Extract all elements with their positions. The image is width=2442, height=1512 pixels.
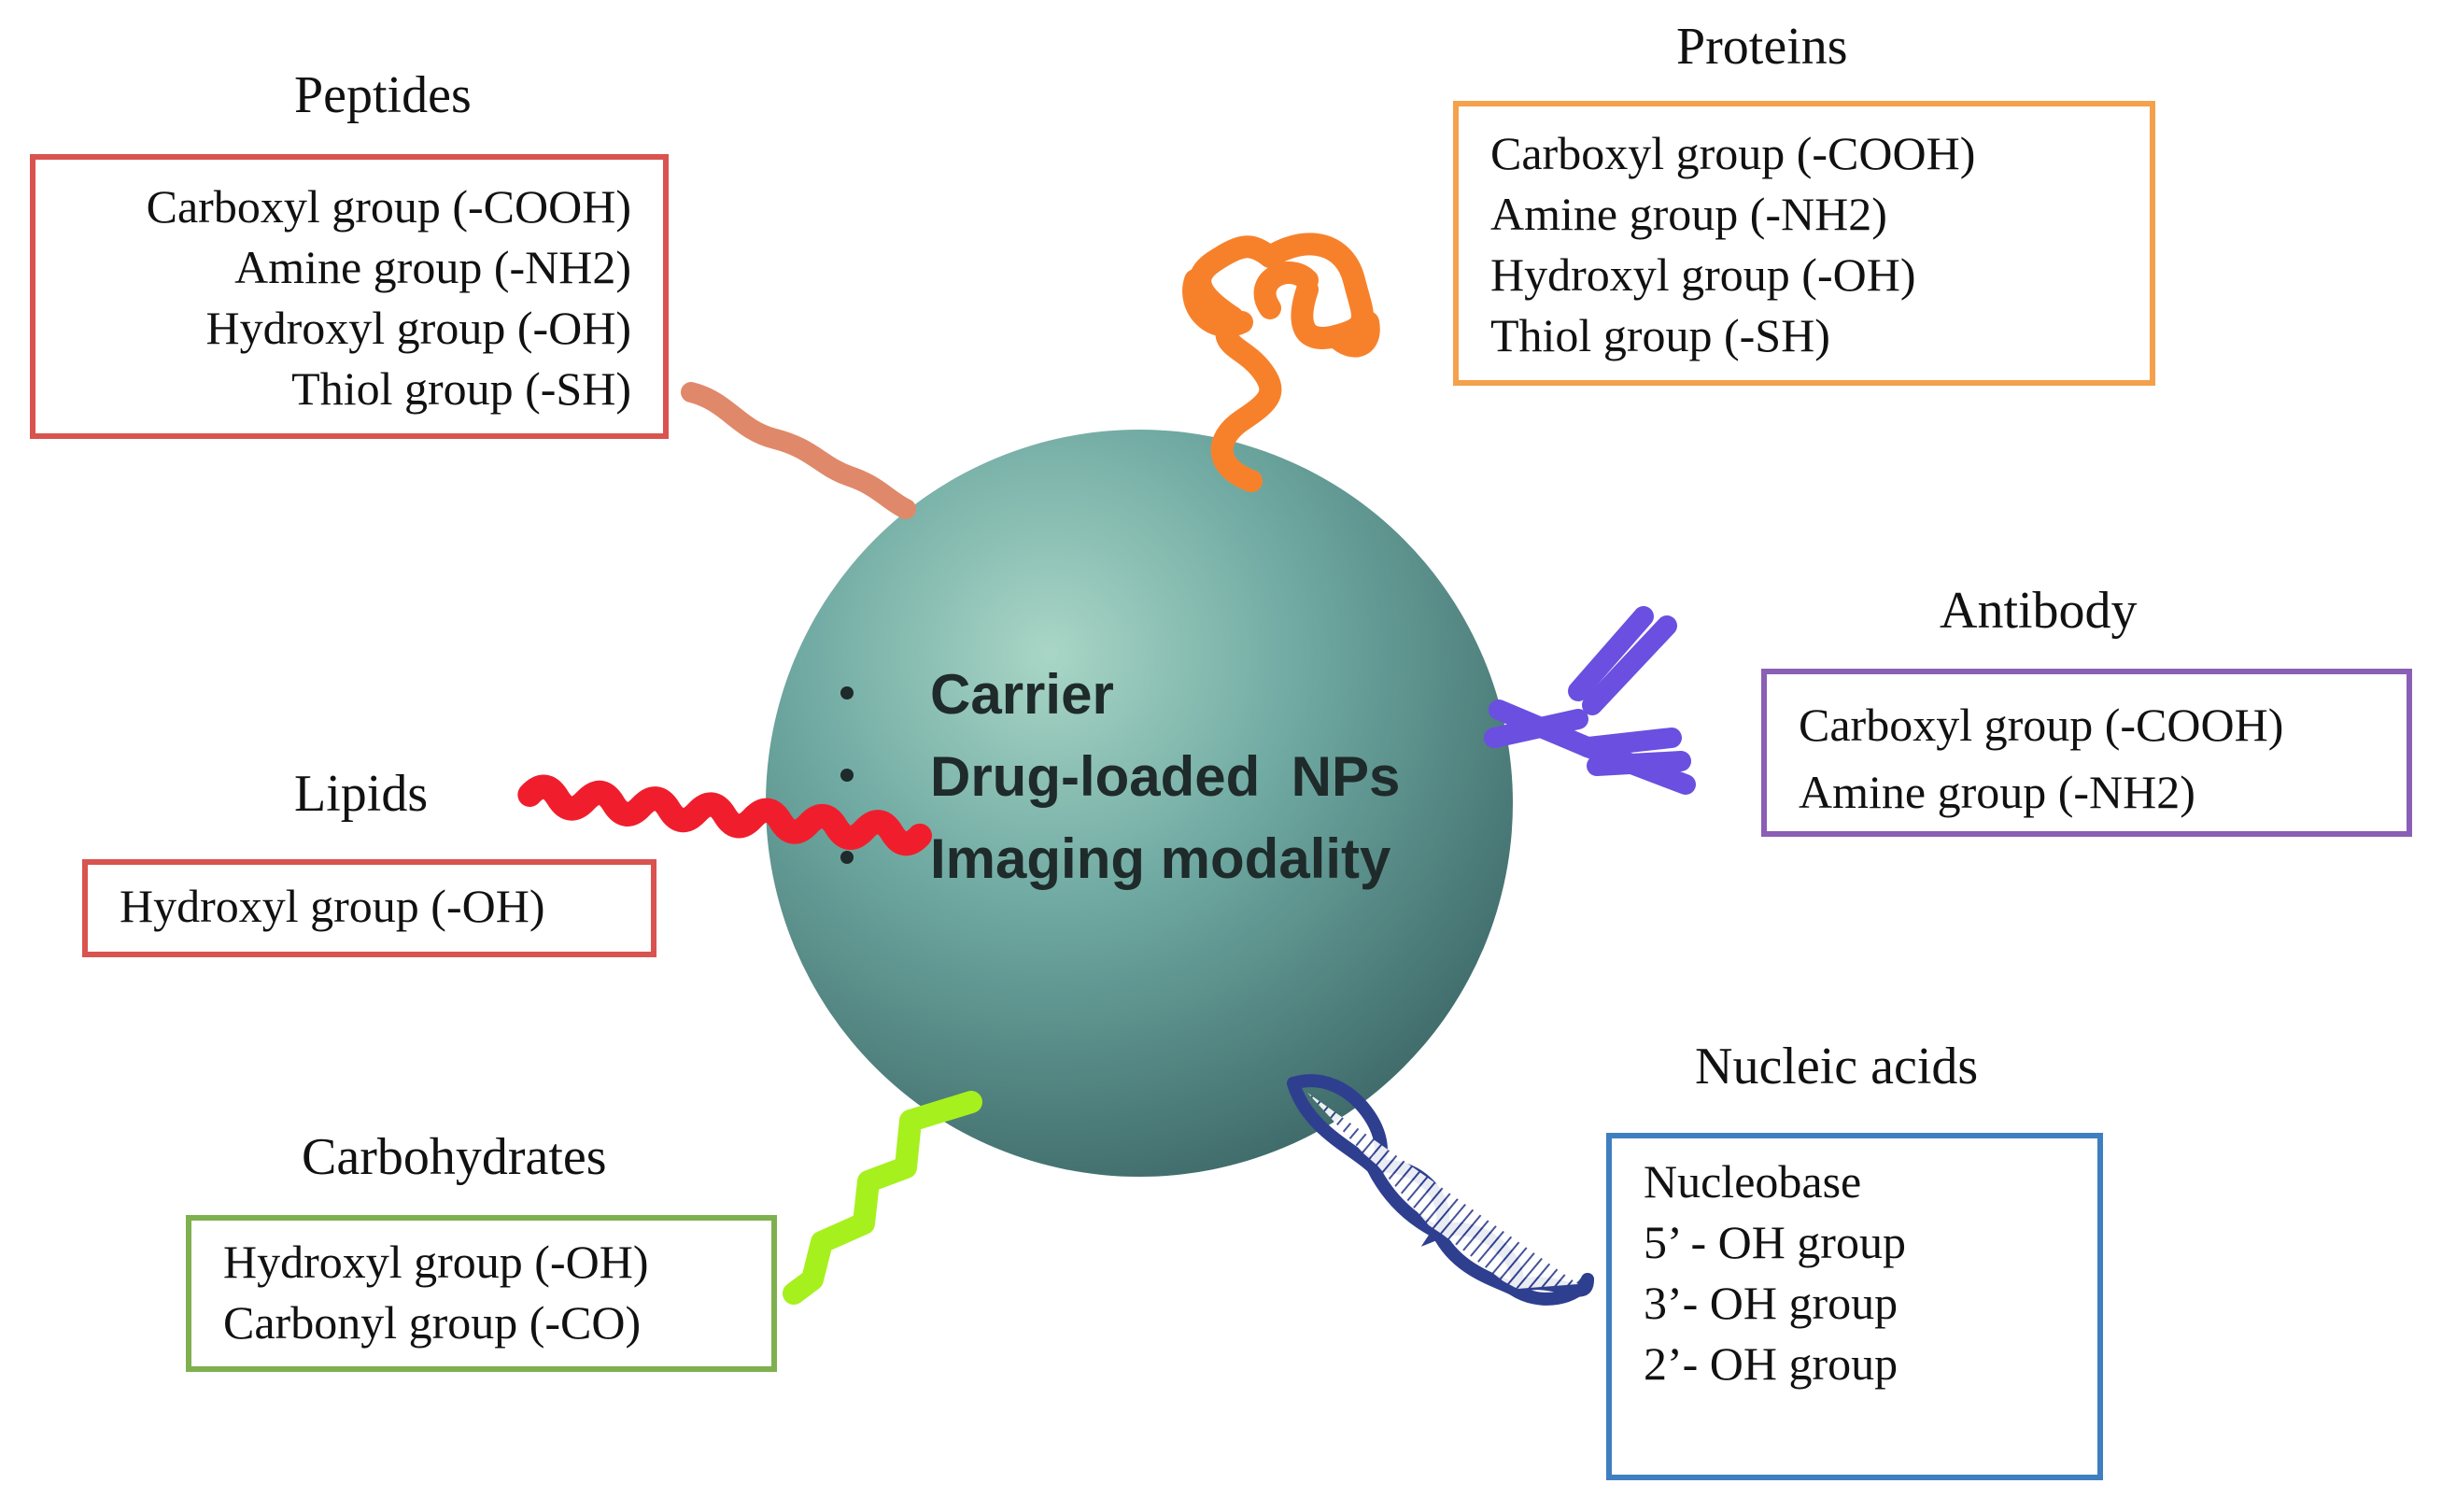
carbohydrates-line: Carbonyl group (-CO)	[223, 1296, 642, 1349]
nucleic-acids-line: Nucleobase	[1644, 1155, 1862, 1208]
bullet-icon	[840, 686, 854, 700]
nucleic-acids-line: 5’ - OH group	[1644, 1216, 1906, 1268]
peptides-line: Amine group (-NH2)	[234, 241, 631, 293]
antibody-line: Carboxyl group (-COOH)	[1799, 699, 2284, 751]
bullet-icon	[840, 851, 854, 865]
proteins-line: Amine group (-NH2)	[1490, 188, 1887, 240]
nucleic-acids-title: Nucleic acids	[1695, 1038, 1979, 1095]
peptides-line: Hydroxyl group (-OH)	[205, 302, 631, 354]
carbohydrate-chain	[783, 1091, 982, 1305]
antibody-box: Carboxyl group (-COOH) Amine group (-NH2…	[1761, 669, 2412, 837]
antibody-line: Amine group (-NH2)	[1799, 766, 2195, 818]
nucleic-acids-line: 2’- OH group	[1644, 1337, 1899, 1390]
nanoparticle-functions: Carrier Drug-loaded NPs Imaging modality	[840, 654, 1400, 900]
lipids-title: Lipids	[294, 765, 429, 823]
antibody-title: Antibody	[1940, 582, 2138, 640]
lipids-box: Hydroxyl group (-OH)	[82, 859, 656, 957]
bullet-icon	[840, 769, 854, 783]
carbohydrates-title: Carbohydrates	[302, 1128, 607, 1186]
peptides-title: Peptides	[294, 66, 472, 124]
dna-helix	[1287, 1074, 1594, 1306]
nucleic-acids-line: 3’- OH group	[1644, 1277, 1899, 1329]
carbohydrates-box: Hydroxyl group (-OH) Carbonyl group (-CO…	[186, 1215, 777, 1372]
carbohydrates-line: Hydroxyl group (-OH)	[223, 1236, 649, 1288]
peptides-line: Carboxyl group (-COOH)	[146, 180, 631, 233]
lipids-line: Hydroxyl group (-OH)	[120, 880, 545, 932]
peptides-line: Thiol group (-SH)	[291, 362, 631, 415]
lipid-chain	[517, 774, 933, 856]
antibody-shape	[1484, 606, 1696, 795]
nanoparticle-sphere	[766, 430, 1513, 1177]
peptide-chain	[681, 382, 916, 519]
proteins-line: Carboxyl group (-COOH)	[1490, 127, 1976, 179]
proteins-box: Carboxyl group (-COOH) Amine group (-NH2…	[1453, 101, 2155, 386]
function-item-drug-loaded: Drug-loaded NPs	[840, 736, 1400, 818]
protein-coil	[1182, 233, 1380, 492]
proteins-title: Proteins	[1676, 18, 1848, 76]
proteins-line: Hydroxyl group (-OH)	[1490, 248, 1916, 301]
function-item-carrier: Carrier	[840, 654, 1400, 736]
peptides-box: Carboxyl group (-COOH) Amine group (-NH2…	[30, 154, 669, 439]
proteins-line: Thiol group (-SH)	[1490, 309, 1830, 361]
function-item-imaging: Imaging modality	[840, 818, 1400, 900]
nucleic-acids-box: Nucleobase 5’ - OH group 3’- OH group 2’…	[1606, 1133, 2103, 1480]
